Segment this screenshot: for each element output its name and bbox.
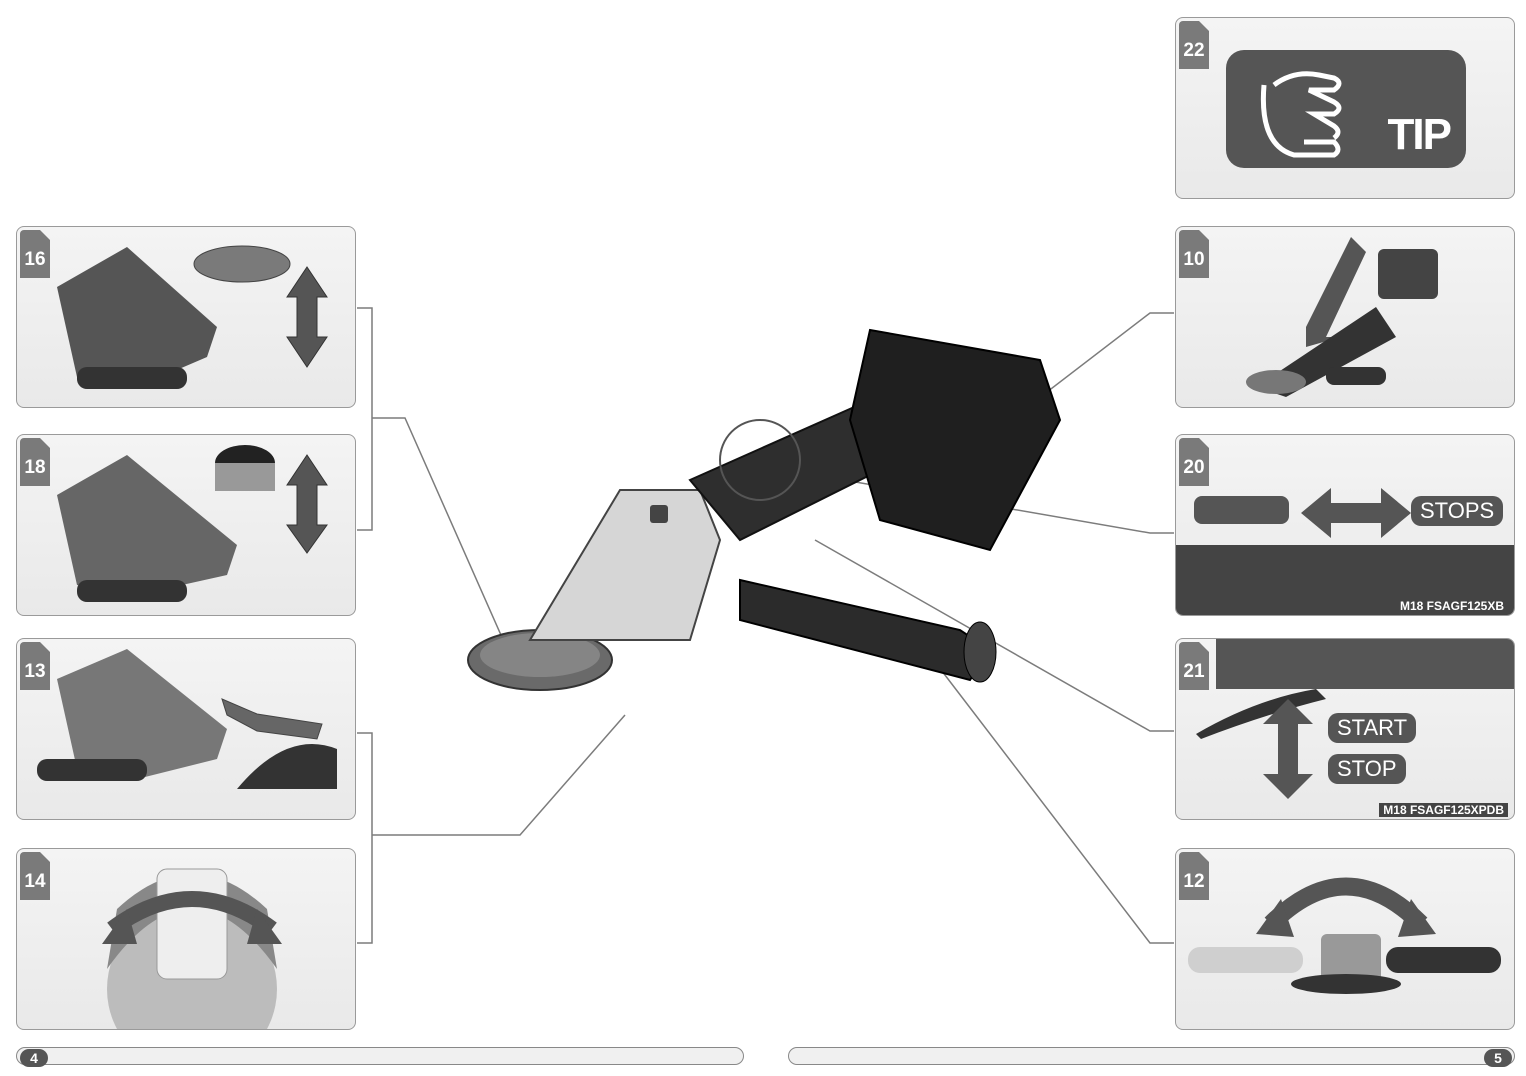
tip-badge: TIP: [1226, 50, 1466, 168]
figure-tab: [1179, 642, 1209, 690]
figure-number: 10: [1183, 249, 1205, 270]
model-label: M18 FSAGF125XB: [1395, 599, 1508, 613]
figure-21-panel: 21 START STOP M18 FSAGF125XPDB: [1175, 638, 1515, 820]
figure-number: 22: [1183, 40, 1205, 61]
guard-rotation-illustration: [102, 868, 282, 1029]
pointing-hand-icon: [1260, 71, 1342, 158]
figure-tab: [20, 852, 50, 900]
start-position-box: [1194, 496, 1289, 524]
battery-insertion-illustration: [1246, 237, 1438, 397]
guard-removal-illustration: [37, 649, 337, 789]
figure-number: 21: [1183, 661, 1205, 682]
figure-tab: [20, 230, 50, 278]
side-handle-positions-illustration: [1188, 877, 1501, 994]
stop-label: STOP: [1328, 754, 1406, 784]
page-number-right: 5: [1484, 1049, 1512, 1067]
start-label: START: [1328, 713, 1417, 743]
figure-number: 16: [24, 249, 46, 270]
figure-number: 18: [24, 457, 46, 478]
grinder-brush-illustration: [57, 445, 328, 602]
angle-grinder-illustration: [467, 328, 1062, 691]
figure-number: 12: [1183, 871, 1205, 892]
figure-number: 13: [24, 661, 46, 682]
figure-20-panel: 20 STOPS M18 FSAGF125XB: [1175, 434, 1515, 616]
figure-tab: [1179, 852, 1209, 900]
figure-tab: [20, 642, 50, 690]
figure-tab: [20, 438, 50, 486]
model-label: M18 FSAGF125XPDB: [1379, 803, 1508, 817]
figure-tab: [1179, 230, 1209, 278]
paddle-switch-illustration: [1196, 639, 1514, 799]
figure-10-panel: 10: [1175, 226, 1515, 408]
figure-13-panel: 13: [16, 638, 356, 820]
page-number-left: 4: [20, 1049, 48, 1067]
figure-number: 20: [1183, 457, 1205, 478]
footer-bar-left: [16, 1047, 744, 1065]
double-arrow-icon: [1301, 488, 1411, 538]
figure-22-panel: 22 TIP: [1175, 17, 1515, 199]
tip-label: TIP: [1387, 110, 1452, 159]
figure-18-panel: 18: [16, 434, 356, 616]
figure-14-panel: 14: [16, 848, 356, 1030]
footer-bar-right: [788, 1047, 1515, 1065]
figure-tab: [1179, 438, 1209, 486]
figure-tab: [1179, 21, 1209, 69]
figure-12-panel: 12: [1175, 848, 1515, 1030]
figure-number: 14: [24, 871, 46, 892]
figure-16-panel: 16: [16, 226, 356, 408]
grinder-disc-illustration: [57, 245, 328, 389]
stop-label: STOPS: [1411, 496, 1504, 526]
